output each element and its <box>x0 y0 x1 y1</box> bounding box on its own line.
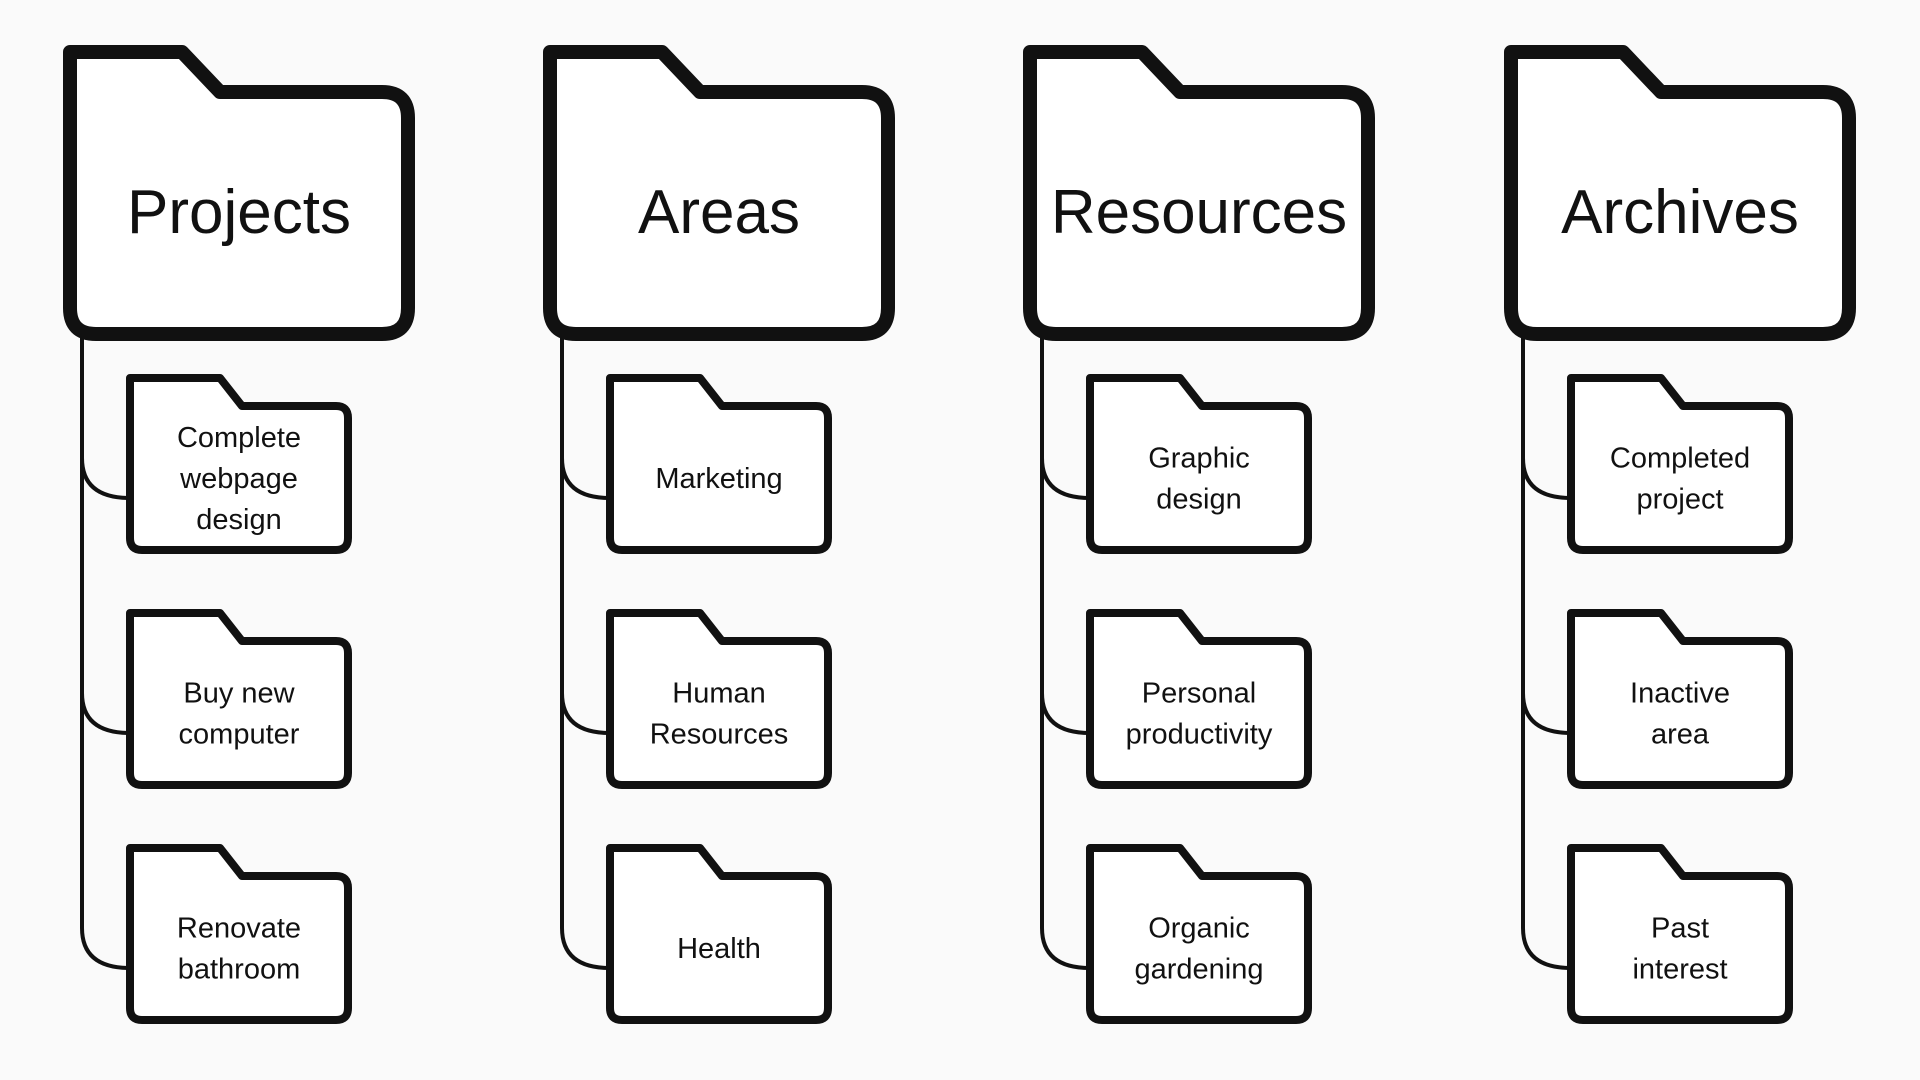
folder-icon <box>606 609 832 789</box>
subfolder-label: Complete webpage design <box>177 422 301 536</box>
connector-line <box>80 693 131 970</box>
folder-icon <box>606 374 832 554</box>
subfolder-label: Graphic design <box>1148 443 1250 516</box>
folder-icon <box>63 45 415 341</box>
connector-line <box>1521 328 1572 500</box>
folder-icon <box>1567 609 1793 789</box>
subfolder-label-line: Renovate <box>177 913 301 945</box>
folder-archives[interactable]: Archives <box>1504 45 1856 341</box>
subfolder-label-line: bathroom <box>178 954 301 986</box>
folder-icon <box>126 609 352 789</box>
subfolder-label-line: project <box>1636 484 1723 516</box>
subfolder-label: Completed project <box>1610 443 1750 516</box>
connector-line <box>1521 693 1572 970</box>
subfolder-item[interactable]: Marketing <box>606 374 832 554</box>
subfolder-item[interactable]: Personal productivity <box>1086 609 1312 789</box>
subfolder-item[interactable]: Buy new computer <box>126 609 352 789</box>
subfolder-label: Renovate bathroom <box>177 913 301 986</box>
connector-line <box>1040 328 1091 500</box>
subfolder-label: Buy new computer <box>179 678 300 751</box>
subfolder-label-line: productivity <box>1126 719 1273 751</box>
subfolder-label-line: area <box>1651 719 1710 751</box>
subfolder-label-line: Buy new <box>183 678 295 710</box>
subfolder-label-line: gardening <box>1135 954 1264 986</box>
subfolder-item[interactable]: Complete webpage design <box>126 374 352 554</box>
folder-icon <box>1567 844 1793 1024</box>
subfolder-item[interactable]: Organic gardening <box>1086 844 1312 1024</box>
subfolder-label: Inactive area <box>1630 678 1730 751</box>
subfolder-item[interactable]: Health <box>606 844 832 1024</box>
folder-icon <box>1504 45 1856 341</box>
connector-line <box>560 328 611 500</box>
folder-icon <box>1023 45 1375 341</box>
subfolder-item[interactable]: Inactive area <box>1567 609 1793 789</box>
folder-icon <box>543 45 895 341</box>
folder-projects[interactable]: Projects <box>63 45 415 341</box>
subfolder-label-line: Complete <box>177 422 301 454</box>
folder-icon <box>1086 844 1312 1024</box>
subfolder-label-line: Marketing <box>655 463 782 495</box>
folder-title: Resources <box>1051 178 1347 247</box>
folder-title: Projects <box>127 178 351 247</box>
subfolder-label-line: design <box>196 504 281 536</box>
subfolder-item[interactable]: Past interest <box>1567 844 1793 1024</box>
subfolder-label: Organic gardening <box>1135 913 1264 986</box>
folder-icon <box>126 844 352 1024</box>
folder-title: Archives <box>1561 178 1799 247</box>
folder-title: Areas <box>638 178 800 247</box>
folder-icon <box>1567 374 1793 554</box>
subfolder-label-line: computer <box>179 719 300 751</box>
folder-areas[interactable]: Areas <box>543 45 895 341</box>
subfolder-label-line: Personal <box>1142 678 1256 710</box>
subfolder-label-line: webpage <box>179 463 298 495</box>
connector-line <box>1040 693 1091 970</box>
subfolder-label-line: Completed <box>1610 443 1750 475</box>
subfolder-label: Personal productivity <box>1126 678 1273 751</box>
subfolder-label-line: Inactive <box>1630 678 1730 710</box>
connector-line <box>80 328 131 500</box>
subfolder-item[interactable]: Graphic design <box>1086 374 1312 554</box>
subfolder-label-line: interest <box>1632 954 1727 986</box>
subfolder-label: Health <box>677 933 761 965</box>
connector-line <box>560 693 611 970</box>
subfolder-label-line: Past <box>1651 913 1709 945</box>
subfolder-label: Past interest <box>1632 913 1727 986</box>
subfolder-label-line: Graphic <box>1148 443 1250 475</box>
subfolder-label-line: Health <box>677 933 761 965</box>
subfolder-label-line: Resources <box>650 719 789 751</box>
folder-icon <box>1086 374 1312 554</box>
subfolder-label-line: Organic <box>1148 913 1250 945</box>
subfolder-label-line: Human <box>672 678 766 710</box>
folder-icon <box>1086 609 1312 789</box>
subfolder-item[interactable]: Renovate bathroom <box>126 844 352 1024</box>
subfolder-item[interactable]: Completed project <box>1567 374 1793 554</box>
subfolder-label-line: design <box>1156 484 1241 516</box>
folder-resources[interactable]: Resources <box>1023 45 1375 341</box>
folder-icon <box>606 844 832 1024</box>
folder-icon <box>126 374 352 554</box>
subfolder-label: Marketing <box>655 463 782 495</box>
